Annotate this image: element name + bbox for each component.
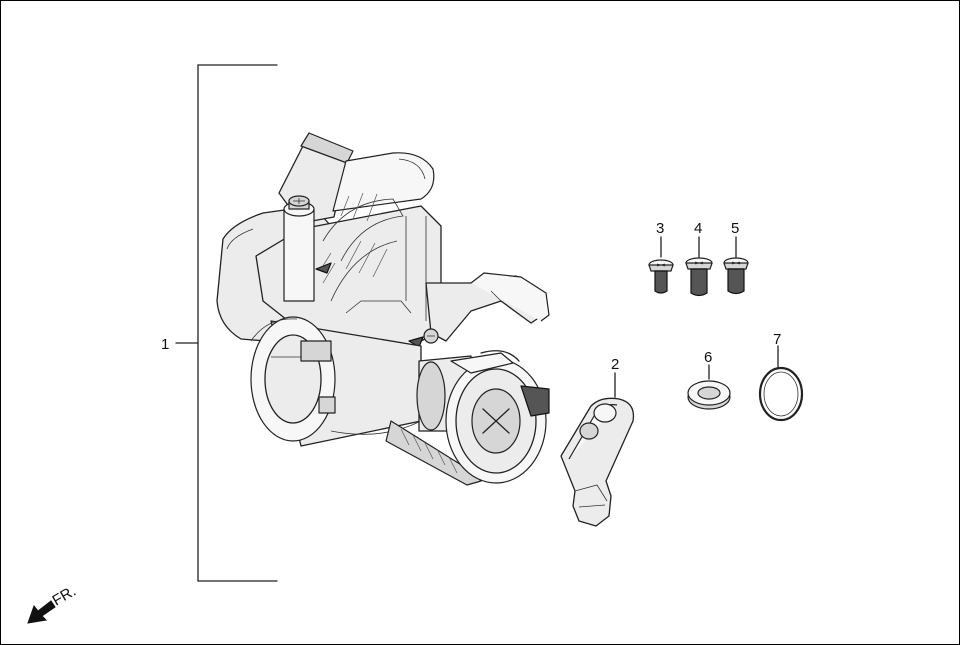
front-direction-arrow-icon bbox=[27, 600, 56, 624]
part-1-bracket bbox=[175, 64, 278, 582]
part-1-main-switch-assembly bbox=[216, 132, 550, 486]
part-3-screw bbox=[648, 236, 674, 294]
callout-3: 3 bbox=[656, 220, 664, 237]
part-5-screw bbox=[723, 236, 749, 295]
callout-4: 4 bbox=[694, 220, 702, 237]
part-7-o-ring bbox=[758, 345, 804, 422]
callout-1: 1 bbox=[161, 336, 169, 353]
part-2-bracket-plate bbox=[560, 372, 635, 527]
callout-6: 6 bbox=[704, 349, 712, 366]
callout-7: 7 bbox=[773, 331, 781, 348]
callout-5: 5 bbox=[731, 220, 739, 237]
callout-2: 2 bbox=[611, 356, 619, 373]
part-4-screw bbox=[685, 236, 713, 297]
part-6-grommet bbox=[687, 364, 731, 410]
front-direction-indicator: FR. bbox=[27, 583, 79, 624]
